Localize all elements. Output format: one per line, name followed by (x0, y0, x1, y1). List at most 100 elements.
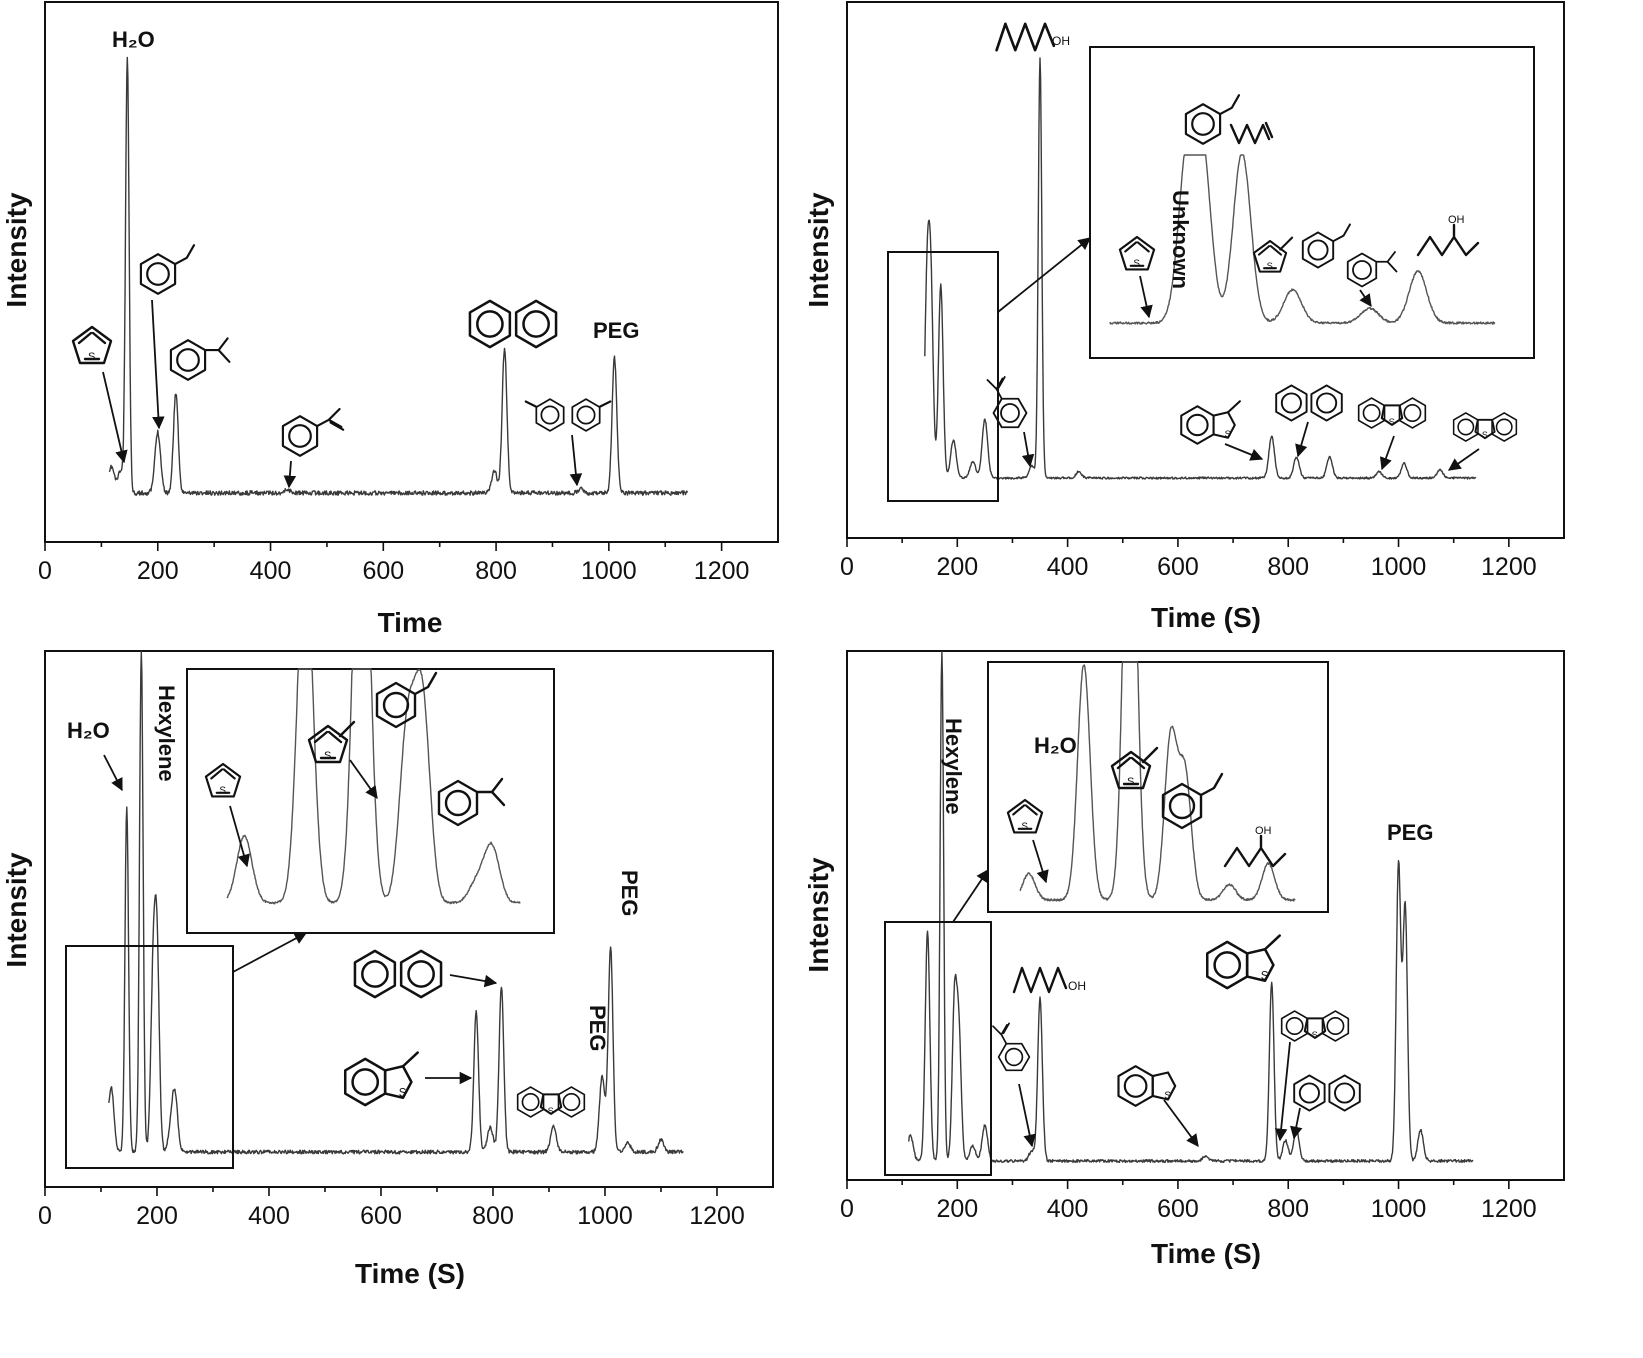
arrow (1295, 421, 1309, 458)
x-tick-label: 800 (1267, 1195, 1309, 1223)
arrow (1224, 443, 1264, 461)
oh-label: OH (1068, 979, 1086, 993)
isopropylbenzene-structure (171, 338, 230, 379)
dibenzothiophene-structure (518, 1087, 585, 1117)
arrow (1021, 431, 1035, 468)
x-tick-label: 1200 (1481, 553, 1537, 581)
plot-frame (44, 650, 774, 1188)
inset-trace (1019, 661, 1296, 902)
dimethyldibenzothiophene-structure (1359, 398, 1426, 428)
x-tick-label: 1200 (694, 557, 750, 585)
x-tick-label: 400 (1047, 1195, 1089, 1223)
thiophene-structure (71, 325, 113, 365)
x-tick-label: 0 (38, 1202, 52, 1230)
arrow (102, 371, 128, 464)
hexanol-structure (995, 22, 1056, 52)
panel-bottom-left-annotation-hexylene: Hexylene (154, 685, 179, 782)
x-tick-label: 1000 (581, 557, 637, 585)
panel-top-right-trace (924, 57, 1477, 480)
inset-annotation-h2o: H₂O (1034, 733, 1077, 758)
x-tick-label: 600 (1157, 1195, 1199, 1223)
x-tick-label: 800 (475, 557, 517, 585)
methylbenzothiophene-structure (345, 1053, 417, 1106)
arrow (103, 754, 123, 792)
zoom-region-box (887, 251, 999, 502)
inset-box (1089, 46, 1535, 359)
x-tick-label: 1200 (689, 1202, 745, 1230)
arrow (1447, 448, 1480, 471)
arrow (449, 974, 498, 988)
arrow (1163, 1099, 1199, 1148)
panel-top-left-annotation-peg: PEG (593, 318, 639, 343)
methylbenzothiophene-structure (1207, 936, 1279, 989)
arrow (1139, 275, 1153, 319)
chromatogram-line (908, 651, 1474, 1164)
inset-trace (226, 668, 521, 905)
plot-frame (44, 1, 779, 543)
methylstyrene-structure (283, 409, 343, 456)
hexanol-structure (1012, 966, 1068, 994)
panel-bottom-right-ylabel: Intensity (803, 857, 834, 973)
arrow (1359, 289, 1372, 308)
plot-frame (846, 1, 1565, 539)
x-tick-label: 1000 (1371, 553, 1427, 581)
inset-pointer-arrow (997, 237, 1091, 313)
panel-bottom-left-xlabel: Time (S) (355, 1258, 465, 1289)
arrow (1274, 1041, 1291, 1142)
panel-top-right-xlabel: Time (S) (1151, 602, 1261, 633)
panel-bottom-left-trace (108, 650, 684, 1155)
plot-frame (846, 650, 1565, 1181)
inset-chromatogram-line (1109, 154, 1496, 325)
methyldibenzothiophene-structure (1282, 1011, 1349, 1041)
zoom-region-box (65, 945, 234, 1169)
arrow (229, 805, 250, 868)
x-tick-label: 800 (1267, 553, 1309, 581)
panel-top-left-trace (108, 56, 689, 496)
methylstyrene-structure (993, 1023, 1029, 1070)
arrow (283, 460, 297, 489)
x-tick-label: 600 (360, 1202, 402, 1230)
inset-pointer-arrow (952, 868, 989, 923)
inset-pointer-arrow (232, 932, 308, 973)
panel-top-left-axes: 0 200 400 600 800 1000 1200 (38, 1, 779, 585)
inset-chromatogram-line (1019, 661, 1296, 902)
methylbenzothiophene-structure (1181, 401, 1240, 444)
oh-label: OH (1052, 34, 1070, 48)
panel-bottom-right-trace (908, 651, 1474, 1164)
x-tick-label: 1200 (1481, 1195, 1537, 1223)
panel-top-right-ylabel: Intensity (803, 192, 834, 308)
inset-box (186, 668, 555, 934)
inset-chromatogram-line (226, 668, 521, 905)
x-tick-label: 400 (248, 1202, 290, 1230)
arrow (569, 434, 583, 487)
chromatogram-line (924, 57, 1477, 480)
x-tick-label: 0 (38, 557, 52, 585)
x-tick-label: 400 (250, 557, 292, 585)
x-tick-label: 600 (362, 557, 404, 585)
x-tick-label: 0 (840, 1195, 854, 1223)
arrow (151, 299, 165, 430)
x-tick-label: 200 (936, 1195, 978, 1223)
biphenyl-structure (1294, 1075, 1360, 1110)
x-tick-label: 200 (137, 557, 179, 585)
arrow (1018, 1083, 1036, 1148)
x-tick-label: 200 (136, 1202, 178, 1230)
arrow (349, 759, 378, 800)
panel-bottom-left-annotation-peg-2: PEG (585, 1005, 610, 1051)
x-tick-label: 400 (1047, 553, 1089, 581)
panel-bottom-right-annotation-peg: PEG (1387, 820, 1433, 845)
panel-bottom-right-annotation-hexylene: Hexylene (941, 718, 966, 815)
arrow (1290, 1107, 1303, 1140)
panel-top-left-ylabel: Intensity (1, 192, 32, 308)
panel-bottom-right-xlabel: Time (S) (1151, 1238, 1261, 1269)
ethylbenzene-structure (141, 245, 194, 294)
benzothiophene-structure (1119, 1066, 1176, 1106)
chromatogram-line (108, 650, 684, 1155)
